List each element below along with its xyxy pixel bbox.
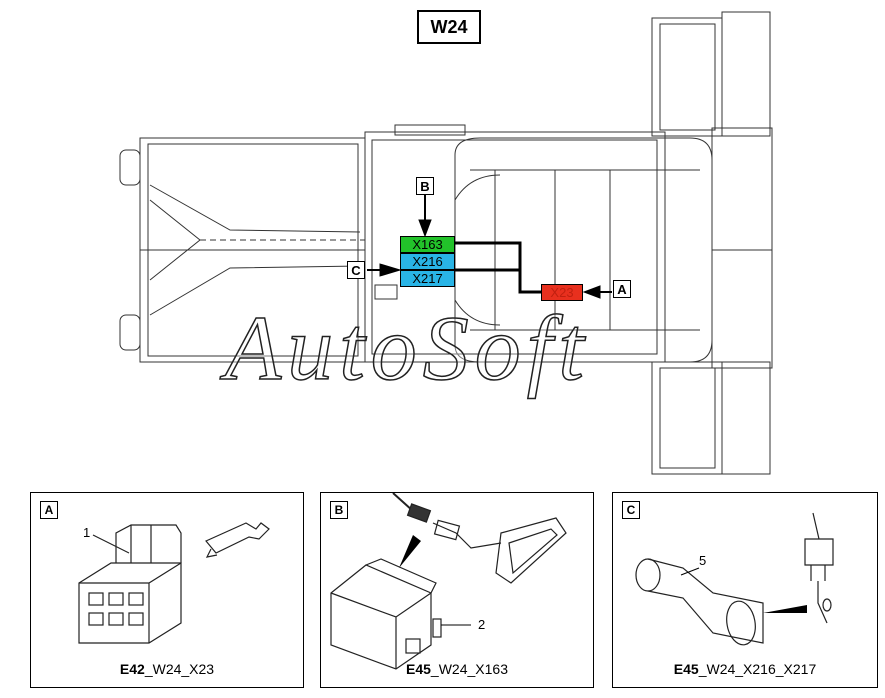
- connector-x163: X163: [400, 236, 455, 253]
- callout-5: 5: [699, 553, 707, 568]
- caption-a-code: E42: [119, 661, 145, 677]
- callout-1: 1: [83, 525, 91, 540]
- caption-b: E45_W24_X163: [321, 661, 593, 677]
- detail-panel-a: A 1 E42_W24_X23: [30, 492, 304, 688]
- marker-b: B: [416, 177, 434, 195]
- caption-b-code: E45: [406, 661, 431, 677]
- caption-c: E45_W24_X216_X217: [613, 661, 877, 677]
- callout-2: 2: [478, 617, 486, 632]
- connector-housing-illustration: [78, 522, 270, 644]
- connector-x23: X23: [541, 284, 583, 301]
- harness-title: W24: [417, 10, 481, 44]
- caption-c-ref: _W24_X216_X217: [698, 661, 817, 677]
- connector-x217: X217: [400, 270, 455, 287]
- detail-panel-b: B 2 E45_W24_X163: [320, 492, 594, 688]
- plug-illustration: [330, 493, 567, 670]
- caption-a-ref: _W24_X23: [144, 661, 215, 677]
- connector-x216: X216: [400, 253, 455, 270]
- marker-c: C: [347, 261, 365, 279]
- marker-a: A: [613, 280, 631, 298]
- detail-panel-c: C 5 E45_W24_X216_X217: [612, 492, 878, 688]
- terminal-sleeve-illustration: [635, 512, 834, 646]
- panel-letter-c: C: [622, 501, 640, 519]
- caption-b-ref: _W24_X163: [430, 661, 508, 677]
- caption-c-code: E45: [673, 661, 699, 677]
- panel-letter-a: A: [40, 501, 58, 519]
- caption-a: E42_W24_X23: [31, 661, 303, 677]
- panel-letter-b: B: [330, 501, 348, 519]
